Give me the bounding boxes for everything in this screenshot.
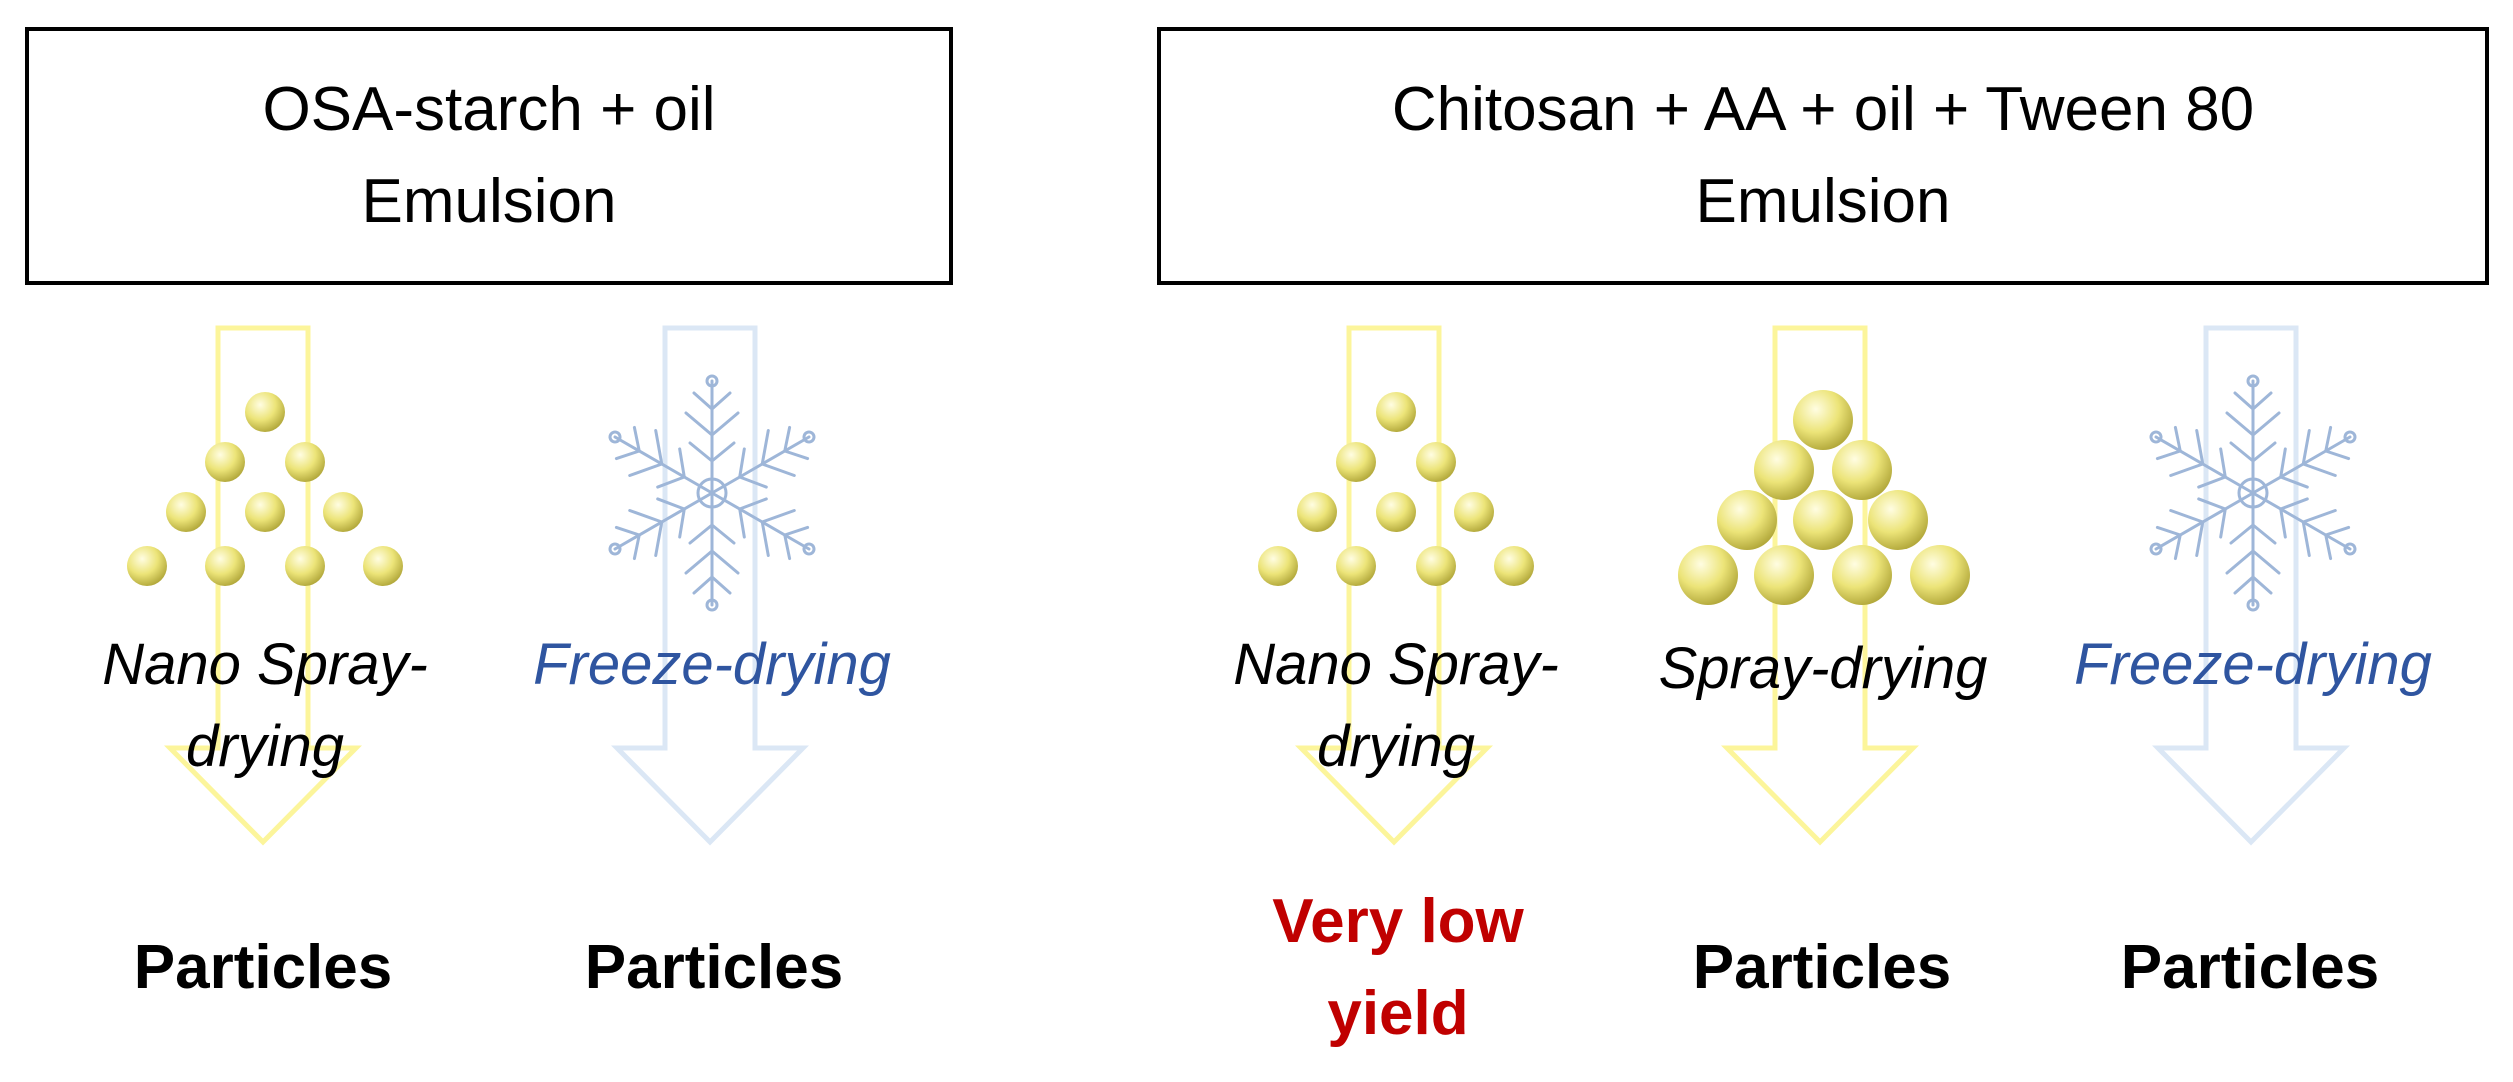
left-emulsion-title: OSA-starch + oil [262, 75, 716, 144]
left-freeze-label: Freeze-drying [533, 632, 891, 697]
right-large-particles-icon [1678, 390, 1970, 605]
right-nano-spray-label: Nano Spray- drying [1233, 632, 1559, 779]
left-nano-spray-arrow-icon [164, 325, 362, 846]
right-emulsion-title: Chitosan + AA + oil + Tween 80 [1391, 75, 2255, 144]
left-small-particles-icon [127, 392, 403, 586]
left-freeze-arrow-icon [611, 325, 809, 846]
left-emulsion-subtitle: Emulsion [361, 167, 617, 236]
left-emulsion-box: OSA-starch + oil Emulsion [25, 27, 953, 285]
left-freeze-result: Particles [584, 933, 844, 1002]
right-emulsion-subtitle: Emulsion [1695, 167, 1951, 236]
right-small-particles-icon [1258, 392, 1534, 586]
right-freeze-result: Particles [2120, 933, 2380, 1002]
left-nano-spray-label: Nano Spray- drying [102, 632, 428, 779]
right-spray-arrow-icon [1721, 325, 1919, 846]
right-emulsion-box: Chitosan + AA + oil + Tween 80 Emulsion [1157, 27, 2489, 285]
left-snowflake-icon [598, 376, 827, 610]
right-spray-label: Spray-drying [1658, 636, 1988, 701]
right-nano-spray-arrow-icon [1295, 325, 1493, 846]
right-spray-result: Particles [1692, 933, 1952, 1002]
left-nano-result: Particles [133, 933, 393, 1002]
right-nano-result-warning: Very low yield [1272, 887, 1524, 1048]
right-snowflake-icon [2139, 376, 2368, 610]
right-freeze-arrow-icon [2152, 325, 2350, 846]
right-freeze-label: Freeze-drying [2074, 632, 2432, 697]
